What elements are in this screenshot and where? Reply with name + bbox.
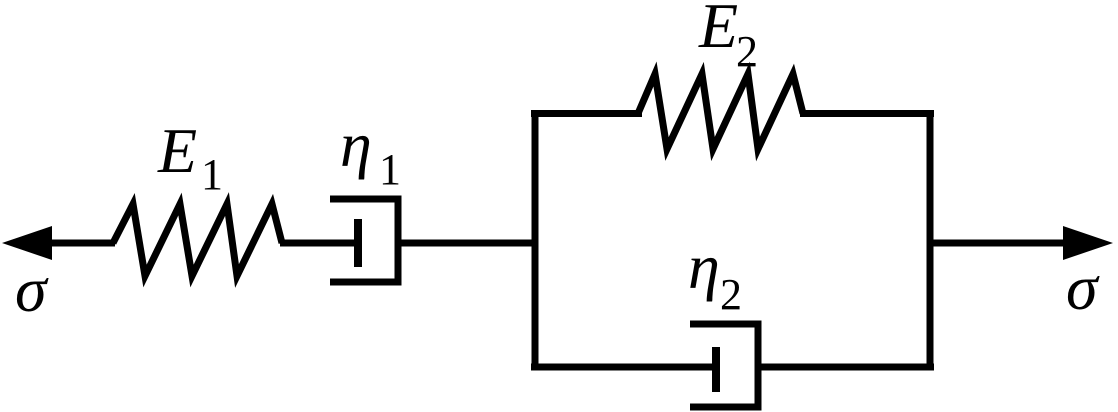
dashpot2-subscript-label: 2 [720, 270, 742, 319]
stress-right-label: σ [1066, 252, 1100, 323]
spring-e1 [109, 192, 286, 288]
spring2-subscript-label: 2 [736, 27, 758, 76]
stress-left-label: σ [15, 254, 49, 325]
spring1-subscript-label: 1 [201, 150, 223, 199]
dashpot1-subscript-label: 1 [379, 145, 401, 194]
spring2-symbol-label: E [698, 0, 738, 61]
dashpot1-symbol-label: η [340, 109, 372, 180]
left-arrowhead-icon [2, 226, 52, 260]
dashpot2-symbol-label: η [688, 231, 720, 302]
right-arrowhead-icon [1063, 226, 1113, 260]
spring1-symbol-label: E [157, 115, 197, 186]
spring-e2 [634, 61, 807, 162]
kelvin-voigt-parallel-element [531, 61, 934, 411]
